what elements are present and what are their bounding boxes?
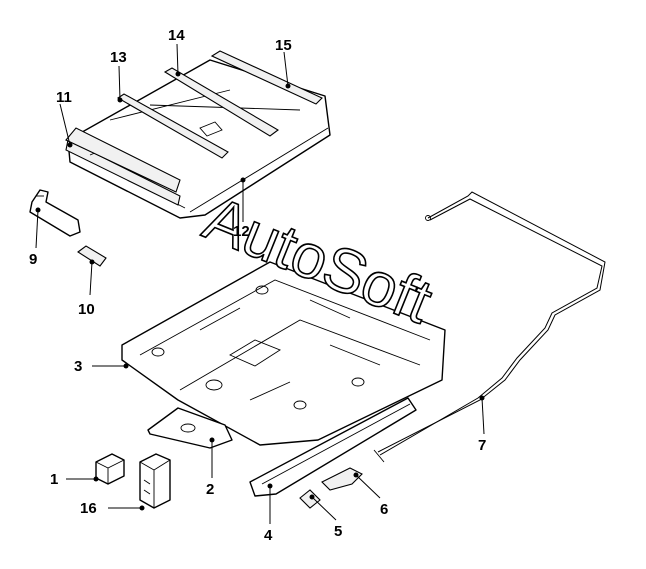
roof-bow-15 — [210, 50, 323, 105]
sun-visor — [29, 189, 81, 237]
callout-label-7: 7 — [478, 437, 486, 454]
callout-label-2: 2 — [206, 481, 214, 498]
callout-label-14: 14 — [168, 27, 185, 44]
callout-labels: 1 11 13 14 15 12 9 10 3 2 1 16 4 5 6 7 — [29, 27, 486, 544]
callout-label-6: 6 — [380, 501, 388, 518]
callout-label-16: 16 — [80, 500, 97, 517]
roof-bow-14 — [163, 67, 279, 137]
callout-label-1: 1 — [50, 471, 58, 488]
callout-label-10: 10 — [78, 301, 95, 318]
callout-label-15: 15 — [275, 37, 292, 54]
callout-label-9: 9 — [29, 251, 37, 268]
rocker-sill — [249, 397, 417, 497]
bracket-small — [299, 489, 321, 509]
callout-label-5: 5 — [334, 523, 342, 540]
callout-label-4: 4 — [264, 527, 273, 544]
callout-label-11: 11 — [56, 89, 72, 106]
electrical-box — [95, 453, 125, 485]
control-module — [139, 453, 171, 509]
leader-lines — [35, 43, 485, 524]
release-cable — [373, 191, 606, 463]
bracket-long — [321, 467, 363, 491]
roof-bow-13 — [116, 93, 229, 159]
floor-panel — [121, 261, 446, 446]
callout-label-3: 3 — [74, 358, 82, 375]
callout-label-13: 13 — [110, 49, 127, 66]
callout-label-12: 12 — [233, 223, 250, 240]
roof-bow-11 — [65, 127, 181, 193]
